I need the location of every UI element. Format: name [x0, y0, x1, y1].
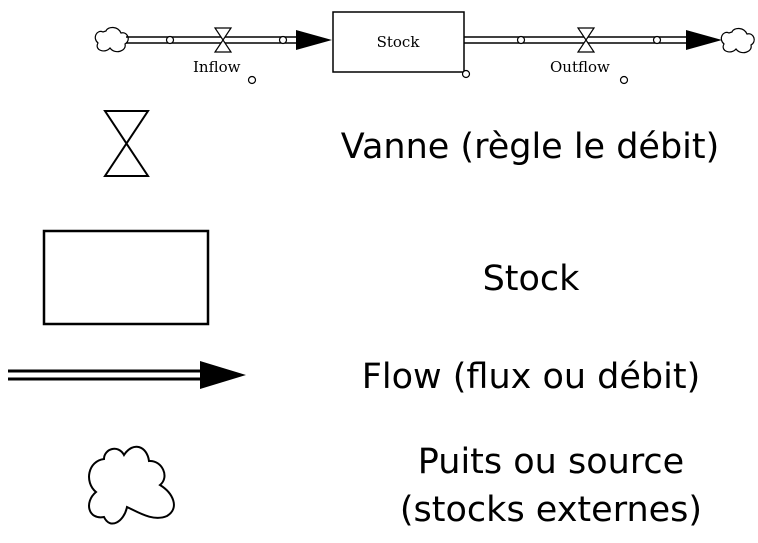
stock-flow-model: Inflow Stock Outflow [94, 11, 755, 85]
valve-legend-label: Vanne (règle le débit) [341, 127, 720, 167]
flow-arrow-icon [8, 361, 246, 389]
outflow-arrowhead [686, 30, 722, 50]
outflow-pipe [464, 30, 722, 50]
outflow-label: Outflow [550, 58, 610, 76]
sink-cloud-icon [720, 27, 755, 54]
source-cloud-icon [94, 26, 129, 53]
inflow-label-dot [247, 75, 257, 85]
stock-rectangle-icon [42, 229, 210, 326]
stock-box [332, 11, 465, 73]
valve-icon [103, 110, 150, 177]
outflow-connector-dot [516, 35, 526, 45]
inflow-arrowhead [296, 30, 332, 50]
stock-box-label: Stock [377, 33, 421, 51]
outflow-connector-dot [652, 35, 662, 45]
outflow-valve-icon [576, 27, 596, 53]
cloud-legend-label-line2: (stocks externes) [400, 490, 702, 530]
inflow-valve-icon [213, 27, 233, 53]
inflow-connector-dot [165, 35, 175, 45]
cloud-icon [88, 445, 175, 525]
inflow-label: Inflow [193, 58, 241, 76]
legend: Vanne (règle le débit) Stock Flow (flux … [8, 110, 720, 530]
inflow-connector-dot [278, 35, 288, 45]
stock-box-dot [461, 69, 471, 79]
stock-legend-label: Stock [483, 259, 581, 299]
flow-legend-label: Flow (flux ou débit) [362, 357, 701, 397]
cloud-legend-label-line1: Puits ou source [418, 442, 684, 482]
inflow-pipe [126, 30, 332, 50]
outflow-label-dot [619, 75, 629, 85]
